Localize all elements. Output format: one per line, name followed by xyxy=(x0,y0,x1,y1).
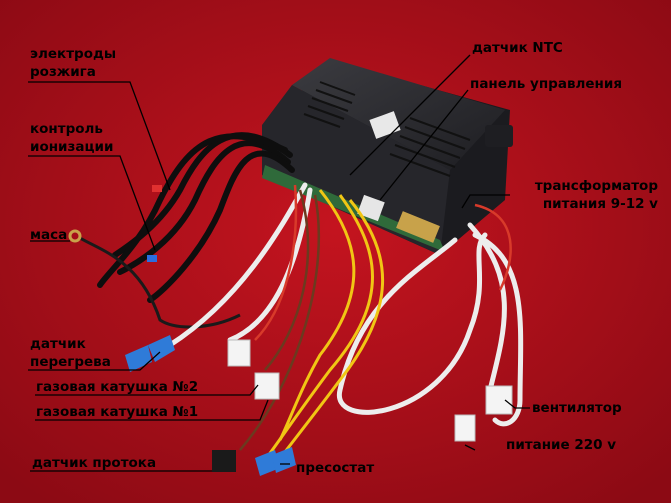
label-transformer-line1: трансформатор xyxy=(534,178,658,194)
label-ionization-line1: контроль xyxy=(30,121,103,137)
label-electrodes-line1: электроды xyxy=(30,46,117,62)
label-ionization-line2: ионизации xyxy=(30,139,114,155)
label-ntc-sensor: датчик NTC xyxy=(472,40,563,56)
label-gas-coil-1: газовая катушка №1 xyxy=(36,404,199,420)
label-ground: маса xyxy=(30,227,68,243)
label-power: питание 220 v xyxy=(506,437,617,453)
wires-yellow xyxy=(263,189,385,466)
label-control-panel: панель управления xyxy=(470,76,622,92)
wires-red xyxy=(254,184,512,341)
label-gas-coil-2: газовая катушка №2 xyxy=(36,379,199,395)
label-electrodes-line2: розжига xyxy=(30,64,96,80)
label-overheat-line2: перегрева xyxy=(30,354,111,370)
wires-brown xyxy=(239,189,321,451)
label-overheat-line1: датчик xyxy=(30,336,86,352)
ground-wire xyxy=(79,236,241,329)
label-pressostat: пресостат xyxy=(296,460,375,476)
control-unit xyxy=(262,58,513,255)
connectors xyxy=(125,335,513,476)
annotation-lines xyxy=(28,54,530,472)
label-transformer-line2: питания 9-12 v xyxy=(542,196,658,212)
label-fan: вентилятор xyxy=(532,400,622,416)
wires-black xyxy=(97,132,295,303)
label-flow-sensor: датчик протока xyxy=(32,455,157,471)
